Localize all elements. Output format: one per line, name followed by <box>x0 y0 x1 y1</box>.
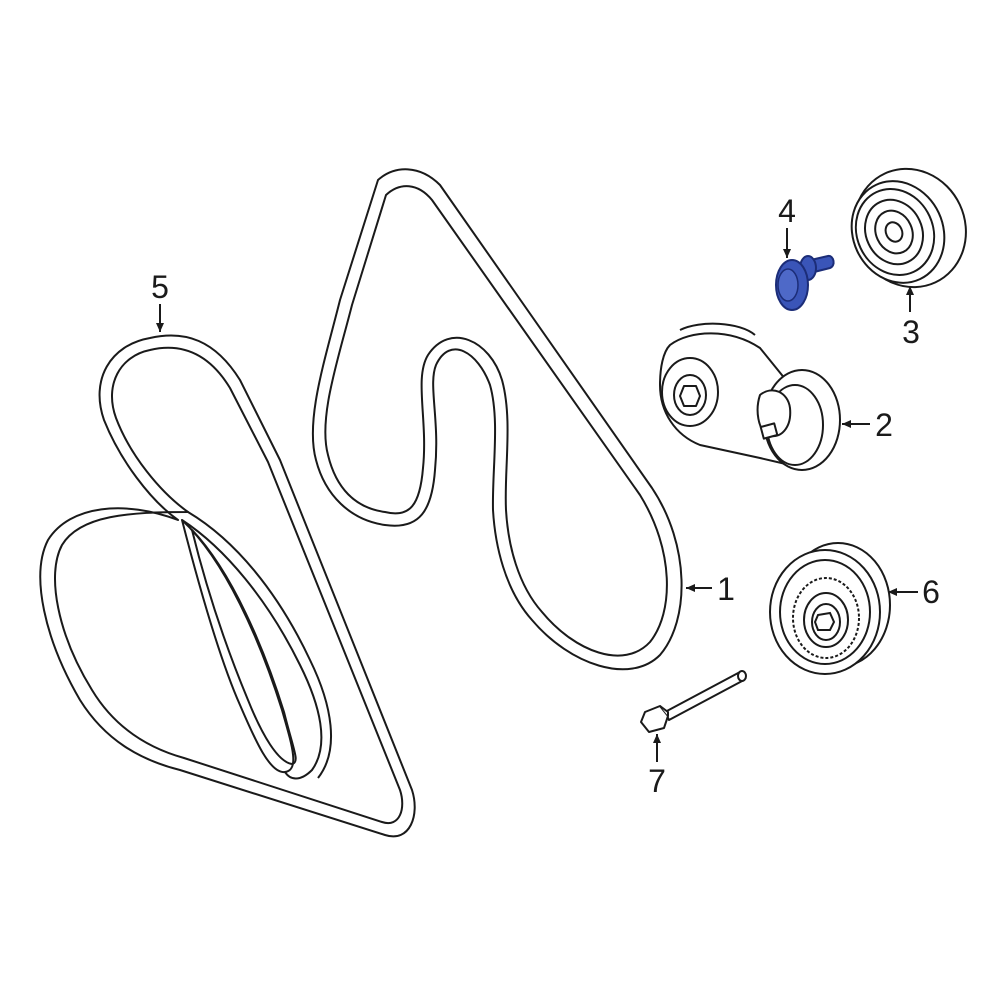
long-bolt-part-7 <box>640 670 747 733</box>
callout-label-6: 6 <box>922 574 940 610</box>
callout-label-4: 4 <box>778 193 796 229</box>
belt-part-1 <box>311 168 683 671</box>
bolt-part-4[interactable] <box>775 254 835 311</box>
callout-label-3: 3 <box>902 314 920 350</box>
callout-label-7: 7 <box>648 763 666 799</box>
idler-pulley-part-6 <box>769 542 891 675</box>
belt-part-5 <box>39 334 416 838</box>
callout-label-2: 2 <box>875 407 893 443</box>
callout-arrows <box>156 228 918 762</box>
callout-label-5: 5 <box>151 269 169 305</box>
tensioner-part-2 <box>659 322 841 471</box>
callout-label-1: 1 <box>717 571 735 607</box>
idler-pulley-part-3 <box>850 167 967 289</box>
